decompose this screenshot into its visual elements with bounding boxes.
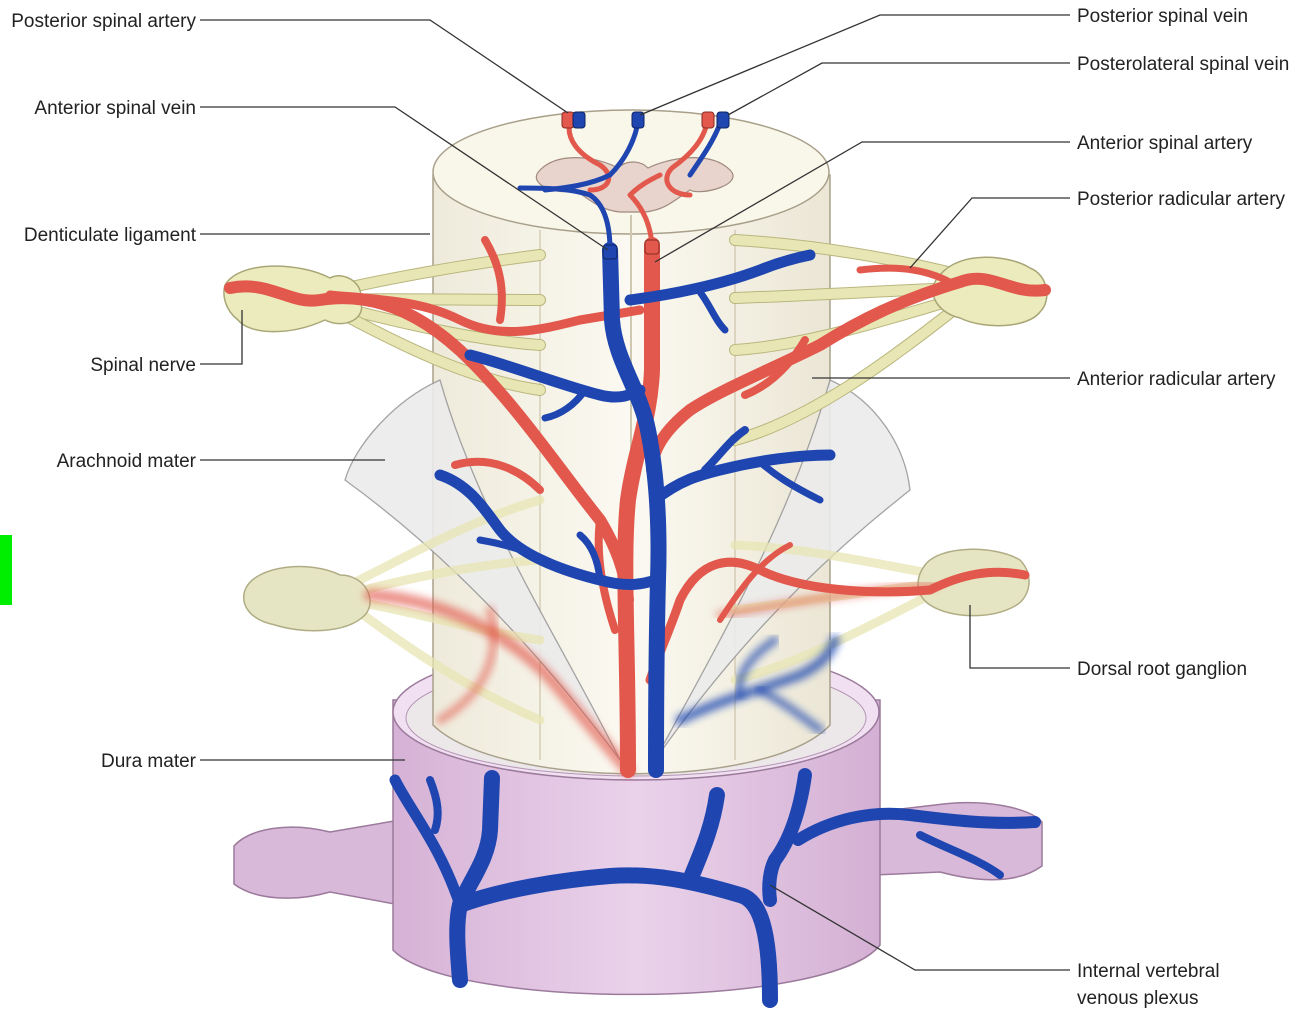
- label-posterior-radicular-artery: Posterior radicular artery: [1077, 189, 1286, 210]
- label-internal-vertebral-venous-plexus-line2: venous plexus: [1077, 988, 1198, 1009]
- anterior-spinal-vein-stub: [603, 245, 617, 259]
- posterolateral-vein-stub: [717, 112, 729, 128]
- posterolateral-artery-stub: [702, 112, 714, 128]
- label-internal-vertebral-venous-plexus-line1: Internal vertebral: [1077, 961, 1220, 982]
- leader-posterior-spinal-vein: [640, 15, 1070, 115]
- label-posterolateral-spinal-vein: Posterolateral spinal vein: [1077, 54, 1289, 75]
- label-arachnoid-mater: Arachnoid mater: [57, 451, 197, 472]
- dura-nerve-sleeve-left: [234, 820, 400, 905]
- label-denticulate-ligament: Denticulate ligament: [24, 225, 197, 246]
- leader-posterior-spinal-artery: [200, 20, 568, 113]
- label-dura-mater: Dura mater: [101, 751, 197, 772]
- leader-posterolateral-spinal-vein: [728, 63, 1070, 115]
- green-edge-marker: [0, 535, 12, 605]
- posterior-spinal-vein-stub-left: [573, 112, 585, 128]
- left-lower-ganglion: [244, 567, 370, 631]
- posterior-spinal-artery-stub: [562, 112, 574, 128]
- anterior-spinal-artery-stub: [645, 240, 659, 254]
- label-anterior-radicular-artery: Anterior radicular artery: [1077, 369, 1276, 390]
- label-spinal-nerve: Spinal nerve: [90, 355, 196, 376]
- label-anterior-spinal-artery: Anterior spinal artery: [1077, 133, 1253, 154]
- label-dorsal-root-ganglion: Dorsal root ganglion: [1077, 659, 1247, 680]
- label-anterior-spinal-vein: Anterior spinal vein: [34, 98, 196, 119]
- label-posterior-spinal-vein: Posterior spinal vein: [1077, 6, 1248, 27]
- label-posterior-spinal-artery: Posterior spinal artery: [11, 11, 196, 32]
